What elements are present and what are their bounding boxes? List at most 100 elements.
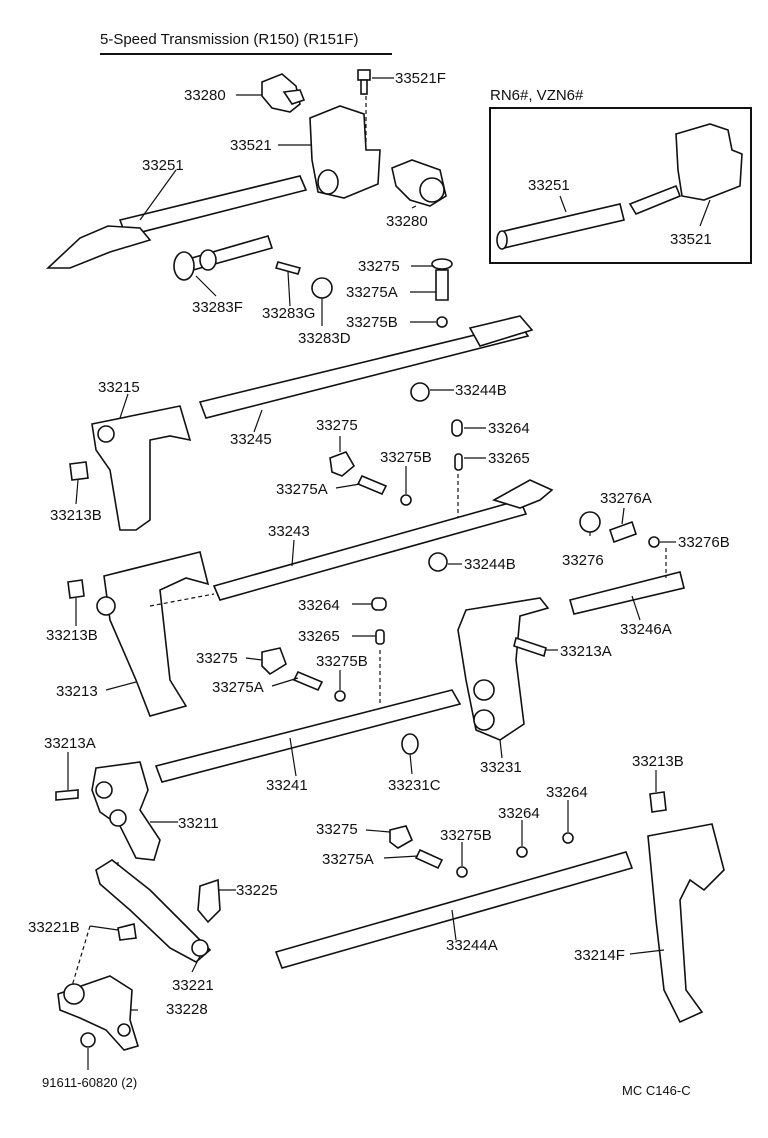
part-33275-stack-bottom	[389, 825, 468, 878]
part-33280-plug-right	[391, 159, 447, 207]
part-33231C-clip	[401, 733, 419, 755]
part-33231-arm	[457, 597, 550, 741]
part-33246A-shaft	[569, 571, 685, 615]
part-label: 33276	[562, 552, 604, 569]
part-label: 33246A	[620, 621, 672, 638]
part-label: 33213A	[44, 735, 96, 752]
part-label: 33221	[172, 977, 214, 994]
part-label: 33283D	[298, 330, 351, 347]
part-label: 33245	[230, 431, 272, 448]
part-91611-bolt	[80, 1032, 96, 1048]
part-33265-b	[375, 629, 385, 645]
part-33213B-bolt-a	[69, 461, 89, 481]
inset-title: RN6#, VZN6#	[490, 87, 584, 104]
part-label: 33244B	[464, 556, 516, 573]
part-label: 33251	[142, 157, 184, 174]
part-33275-stack-top	[431, 258, 453, 328]
part-label: 33241	[266, 777, 308, 794]
part-33280-plug-top	[261, 73, 306, 113]
part-33521F-bolt	[357, 69, 371, 95]
part-33225	[197, 878, 221, 924]
part-label: 33276B	[678, 534, 730, 551]
part-33213B-bolt-c	[649, 791, 667, 813]
part-33211-arm	[91, 761, 161, 861]
part-33264-a	[451, 419, 463, 437]
part-label: 33275A	[322, 851, 374, 868]
part-label: 33275A	[212, 679, 264, 696]
part-label: 33275	[316, 417, 358, 434]
part-label: 33280	[386, 213, 428, 230]
part-label: 33214F	[574, 947, 625, 964]
part-label: 33521	[670, 231, 712, 248]
footnote: 91611-60820 (2)	[42, 1075, 138, 1090]
part-label: 33215	[98, 379, 140, 396]
part-label: 33251	[528, 177, 570, 194]
part-label: 33275	[316, 821, 358, 838]
part-label: 33283F	[192, 299, 243, 316]
reference-code: MC C146-C	[622, 1083, 691, 1098]
inset-parts	[496, 123, 743, 250]
part-label: 33213A	[560, 643, 612, 660]
part-label: 33521	[230, 137, 272, 154]
part-label: 33265	[488, 450, 530, 467]
part-33213A-pin-b	[55, 789, 79, 801]
part-label: 33244A	[446, 937, 498, 954]
part-33264-d	[562, 832, 574, 844]
part-label: 33264	[498, 805, 540, 822]
part-33244B-clip-a	[410, 382, 430, 402]
part-33244B-clip-b	[428, 552, 448, 572]
part-label: 33275B	[316, 653, 368, 670]
part-33275-stack-lower	[261, 647, 346, 702]
part-33276-group	[579, 511, 660, 548]
part-label: 33275A	[276, 481, 328, 498]
part-label: 33265	[298, 628, 340, 645]
part-label: 33211	[178, 815, 219, 832]
part-label: 33228	[166, 1001, 208, 1018]
part-33245-shaft	[198, 315, 534, 419]
part-33265-a	[454, 453, 463, 471]
title-underline	[100, 53, 392, 55]
part-label: 33275B	[346, 314, 398, 331]
part-label: 33275	[358, 258, 400, 275]
part-label: 33264	[546, 784, 588, 801]
part-33213A-pin-a	[513, 636, 547, 658]
part-label: 33225	[236, 882, 278, 899]
part-33275-stack-middle	[329, 451, 412, 506]
part-label: 33283G	[262, 305, 316, 322]
part-label: 33521F	[395, 70, 446, 87]
part-33215-fork	[91, 405, 192, 531]
part-33264-b	[371, 597, 387, 611]
part-label: 33243	[268, 523, 310, 540]
part-33214F-fork	[647, 823, 725, 1024]
diagram-title: 5-Speed Transmission (R150) (R151F)	[100, 31, 359, 48]
part-33244A-shaft	[274, 851, 634, 969]
part-33283F-pin	[173, 235, 274, 281]
part-label: 33213B	[632, 753, 684, 770]
part-33521-block	[309, 96, 381, 199]
dashed-alignment-lines	[71, 548, 667, 987]
part-33221B-clip	[117, 923, 137, 941]
part-33213B-bolt-b	[67, 579, 85, 599]
part-label: 33275A	[346, 284, 398, 301]
part-label: 33231C	[388, 777, 441, 794]
part-label: 33280	[184, 87, 226, 104]
part-33221-lever	[95, 859, 212, 963]
inset-box	[489, 107, 752, 264]
part-label: 33275	[196, 650, 238, 667]
part-label: 33275B	[380, 449, 432, 466]
part-label: 33244B	[455, 382, 507, 399]
part-label: 33231	[480, 759, 522, 776]
part-33283D-plug	[311, 277, 333, 299]
part-label: 33275B	[440, 827, 492, 844]
part-33264-c	[516, 846, 528, 858]
leader-lines	[67, 77, 711, 1011]
part-label: 33264	[298, 597, 340, 614]
part-label: 33264	[488, 420, 530, 437]
part-33228-block	[57, 975, 140, 1051]
part-33283G-pin	[274, 261, 302, 275]
part-label: 33213	[56, 683, 98, 700]
part-33213-fork	[96, 551, 210, 717]
part-label: 33213B	[46, 627, 98, 644]
